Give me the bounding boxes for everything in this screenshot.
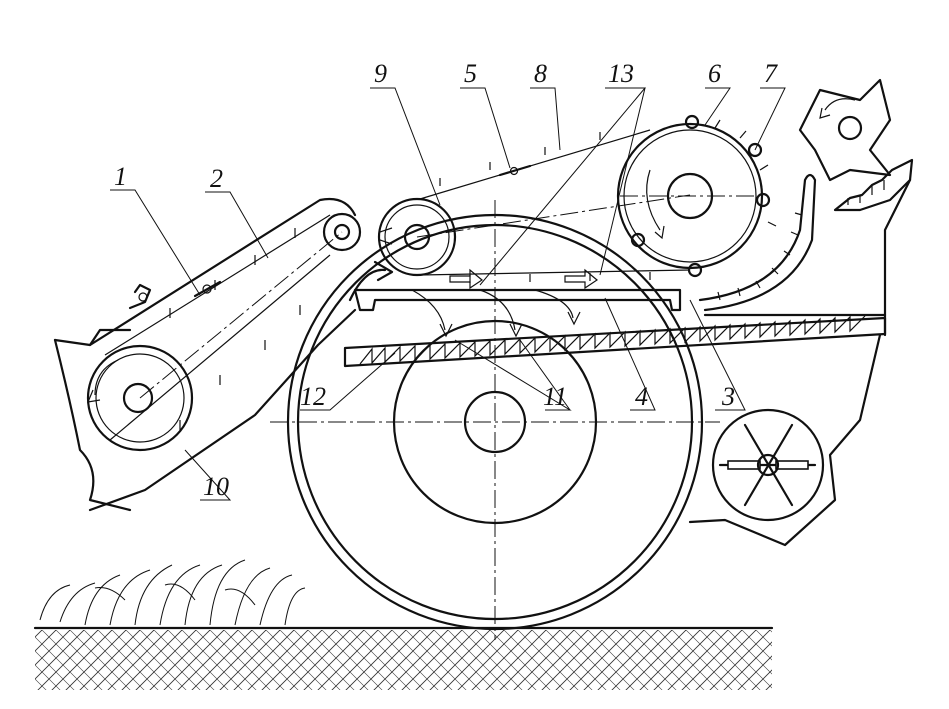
label-2: 2: [210, 164, 223, 193]
drive-wheel: [270, 200, 720, 640]
pickup-reel: [53, 328, 194, 512]
flow-arrows: [411, 289, 581, 338]
ground: [33, 626, 774, 690]
label-6: 6: [708, 59, 721, 88]
tray: [353, 268, 682, 312]
transfer-arrow: [348, 260, 394, 302]
label-12: 12: [300, 382, 326, 411]
drum-gear: [616, 114, 777, 278]
label-8: 8: [534, 59, 547, 88]
concave: [698, 173, 817, 312]
inclined-conveyor: [88, 197, 362, 512]
fan-rotor: [711, 408, 825, 522]
sieve: [343, 315, 887, 368]
label-4: 4: [635, 382, 648, 411]
leader-lines: [110, 87, 786, 501]
chopper-rotor: [798, 78, 892, 182]
label-9: 9: [374, 59, 387, 88]
callout-labels: 1 2 9 5 8 13 6 7 12 11 4 3 10: [114, 59, 778, 501]
label-13: 13: [608, 59, 634, 88]
upper-conveyor: [377, 129, 691, 283]
body-frame: [688, 178, 912, 547]
label-10: 10: [203, 472, 229, 501]
crop-stalks: [39, 559, 306, 626]
label-3: 3: [721, 382, 735, 411]
label-1: 1: [114, 162, 127, 191]
label-5: 5: [464, 59, 477, 88]
label-11: 11: [543, 382, 567, 411]
counter-knife: [833, 158, 914, 212]
label-7: 7: [764, 59, 778, 88]
